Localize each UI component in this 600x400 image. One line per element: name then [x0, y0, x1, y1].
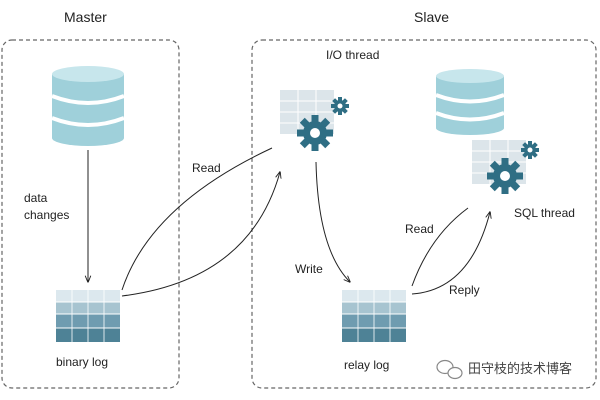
- master-title: Master: [64, 9, 107, 25]
- watermark-text: 田守枝的技术博客: [468, 361, 573, 376]
- read-master-label: Read: [192, 161, 221, 175]
- sql-thread-small-gear-icon: [521, 141, 539, 159]
- write-label: Write: [295, 262, 323, 276]
- binary-log-label: binary log: [56, 355, 109, 369]
- reply-label: Reply: [449, 283, 480, 297]
- read-master-arrow: [121, 147, 273, 291]
- data-changes-label: data changes: [24, 191, 70, 222]
- sql-thread-gear-icon: [487, 158, 523, 194]
- sql-thread-label: SQL thread: [514, 206, 575, 220]
- binary-log-icon: [56, 290, 120, 342]
- write-arrow: [315, 161, 350, 282]
- relay-log-icon: [342, 290, 406, 342]
- master-database-icon: [51, 66, 125, 146]
- slave-box: [251, 39, 597, 389]
- read-relay-label: Read: [405, 222, 434, 236]
- wechat-icon: [436, 359, 463, 380]
- read-relay-arrow: [411, 207, 469, 287]
- io-thread-small-gear-icon: [331, 97, 349, 115]
- io-thread-label: I/O thread: [326, 48, 380, 62]
- slave-title: Slave: [414, 9, 450, 25]
- read-master-arrow-2: [121, 172, 280, 297]
- io-thread-gear-icon: [297, 115, 333, 151]
- master-box: [1, 39, 180, 389]
- reply-arrow: [411, 212, 490, 295]
- relay-log-label: relay log: [344, 358, 390, 372]
- slave-database-icon: [435, 69, 505, 135]
